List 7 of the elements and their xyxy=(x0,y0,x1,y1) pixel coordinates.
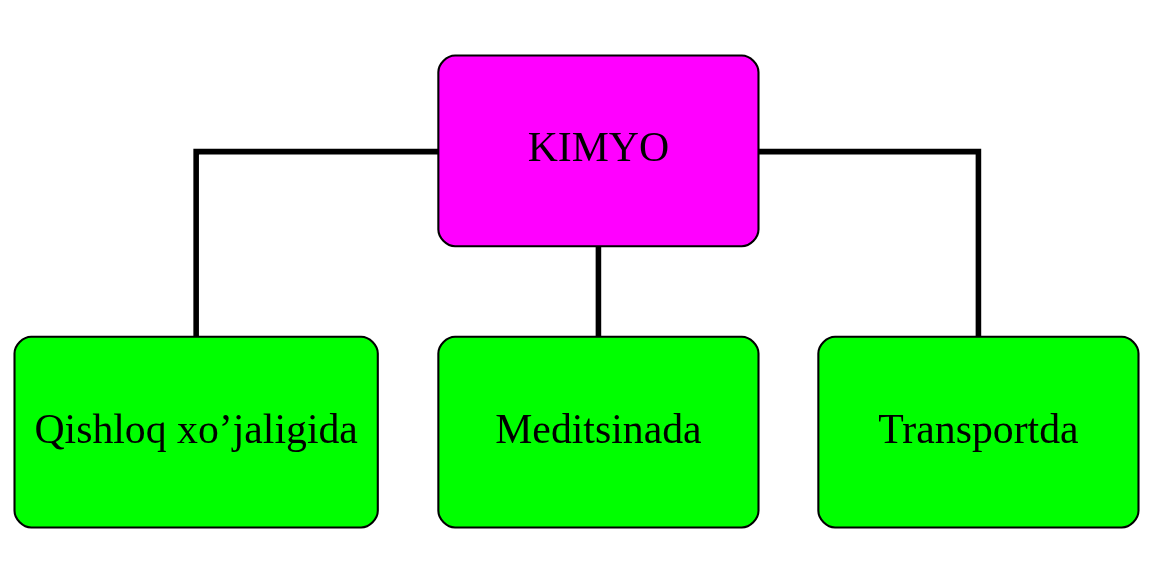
node-box: Transportda xyxy=(817,335,1140,529)
connector xyxy=(193,148,439,337)
node-box: Qishloq xo’jaligida xyxy=(13,335,379,529)
connector xyxy=(759,148,982,337)
node-box: Meditsinada xyxy=(437,335,760,529)
node-box: KIMYO xyxy=(437,54,760,248)
connector xyxy=(595,246,602,337)
